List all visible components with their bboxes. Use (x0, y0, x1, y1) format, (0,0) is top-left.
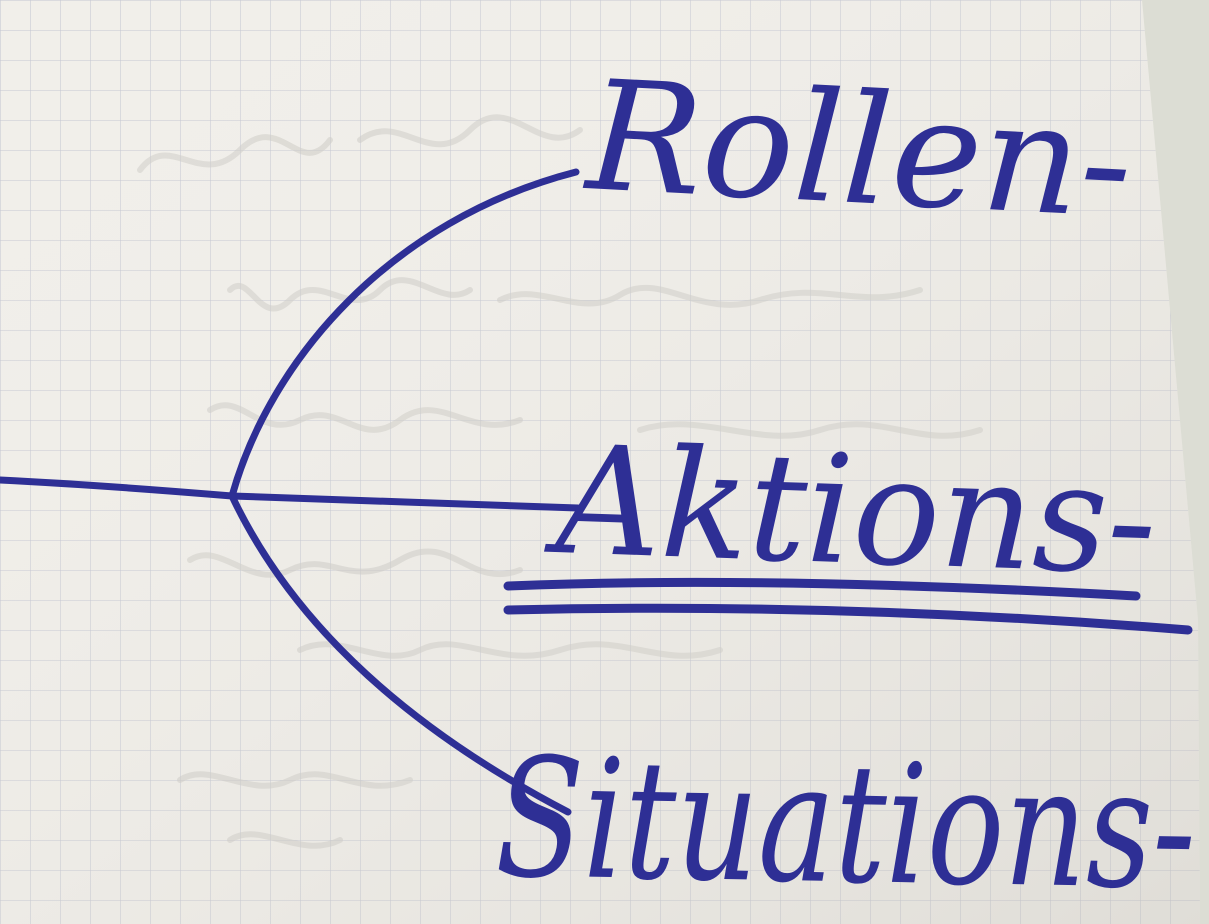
trunk-line (0, 476, 236, 500)
branch-label-aktions: Aktions- (542, 414, 1159, 609)
branch-line-rollen (228, 168, 580, 500)
mind-map-lines (0, 168, 1193, 816)
branch-line-situations (228, 492, 572, 816)
branch-line-aktions (228, 492, 582, 512)
underline-lower (503, 603, 1193, 635)
show-through-scribbles (137, 114, 983, 849)
underline-upper (503, 577, 1141, 601)
branch-label-rollen: Rollen- (580, 47, 1137, 252)
branch-label-situations: Situations- (494, 722, 1197, 924)
